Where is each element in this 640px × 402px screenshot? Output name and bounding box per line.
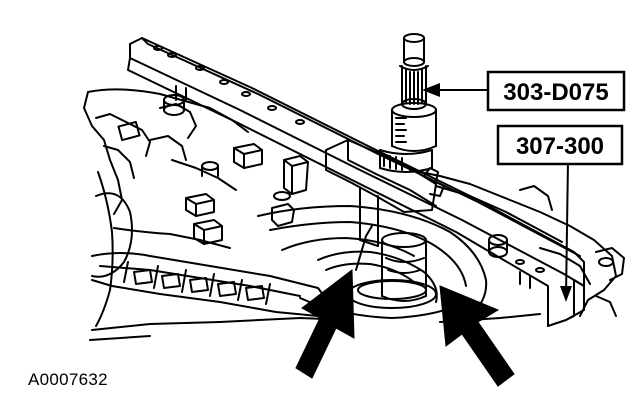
callout-box-303-D075: 303-D075 (486, 70, 626, 112)
leader-arrowhead-top (422, 83, 440, 97)
callout-label-307-300: 307-300 (516, 133, 604, 160)
leader-arrowhead-right (560, 286, 572, 302)
indicator-arrow-right (439, 285, 515, 387)
callout-box-307-300: 307-300 (496, 124, 624, 166)
figure-id-label: A0007632 (28, 370, 108, 389)
indicator-arrows (295, 269, 515, 387)
fixture-bar-307-300 (127, 37, 585, 327)
transmission-case (83, 88, 625, 341)
depth-micrometer-303-D075 (379, 33, 437, 302)
callout-label-303-D075: 303-D075 (503, 79, 608, 106)
indicator-arrow-left (295, 269, 355, 379)
